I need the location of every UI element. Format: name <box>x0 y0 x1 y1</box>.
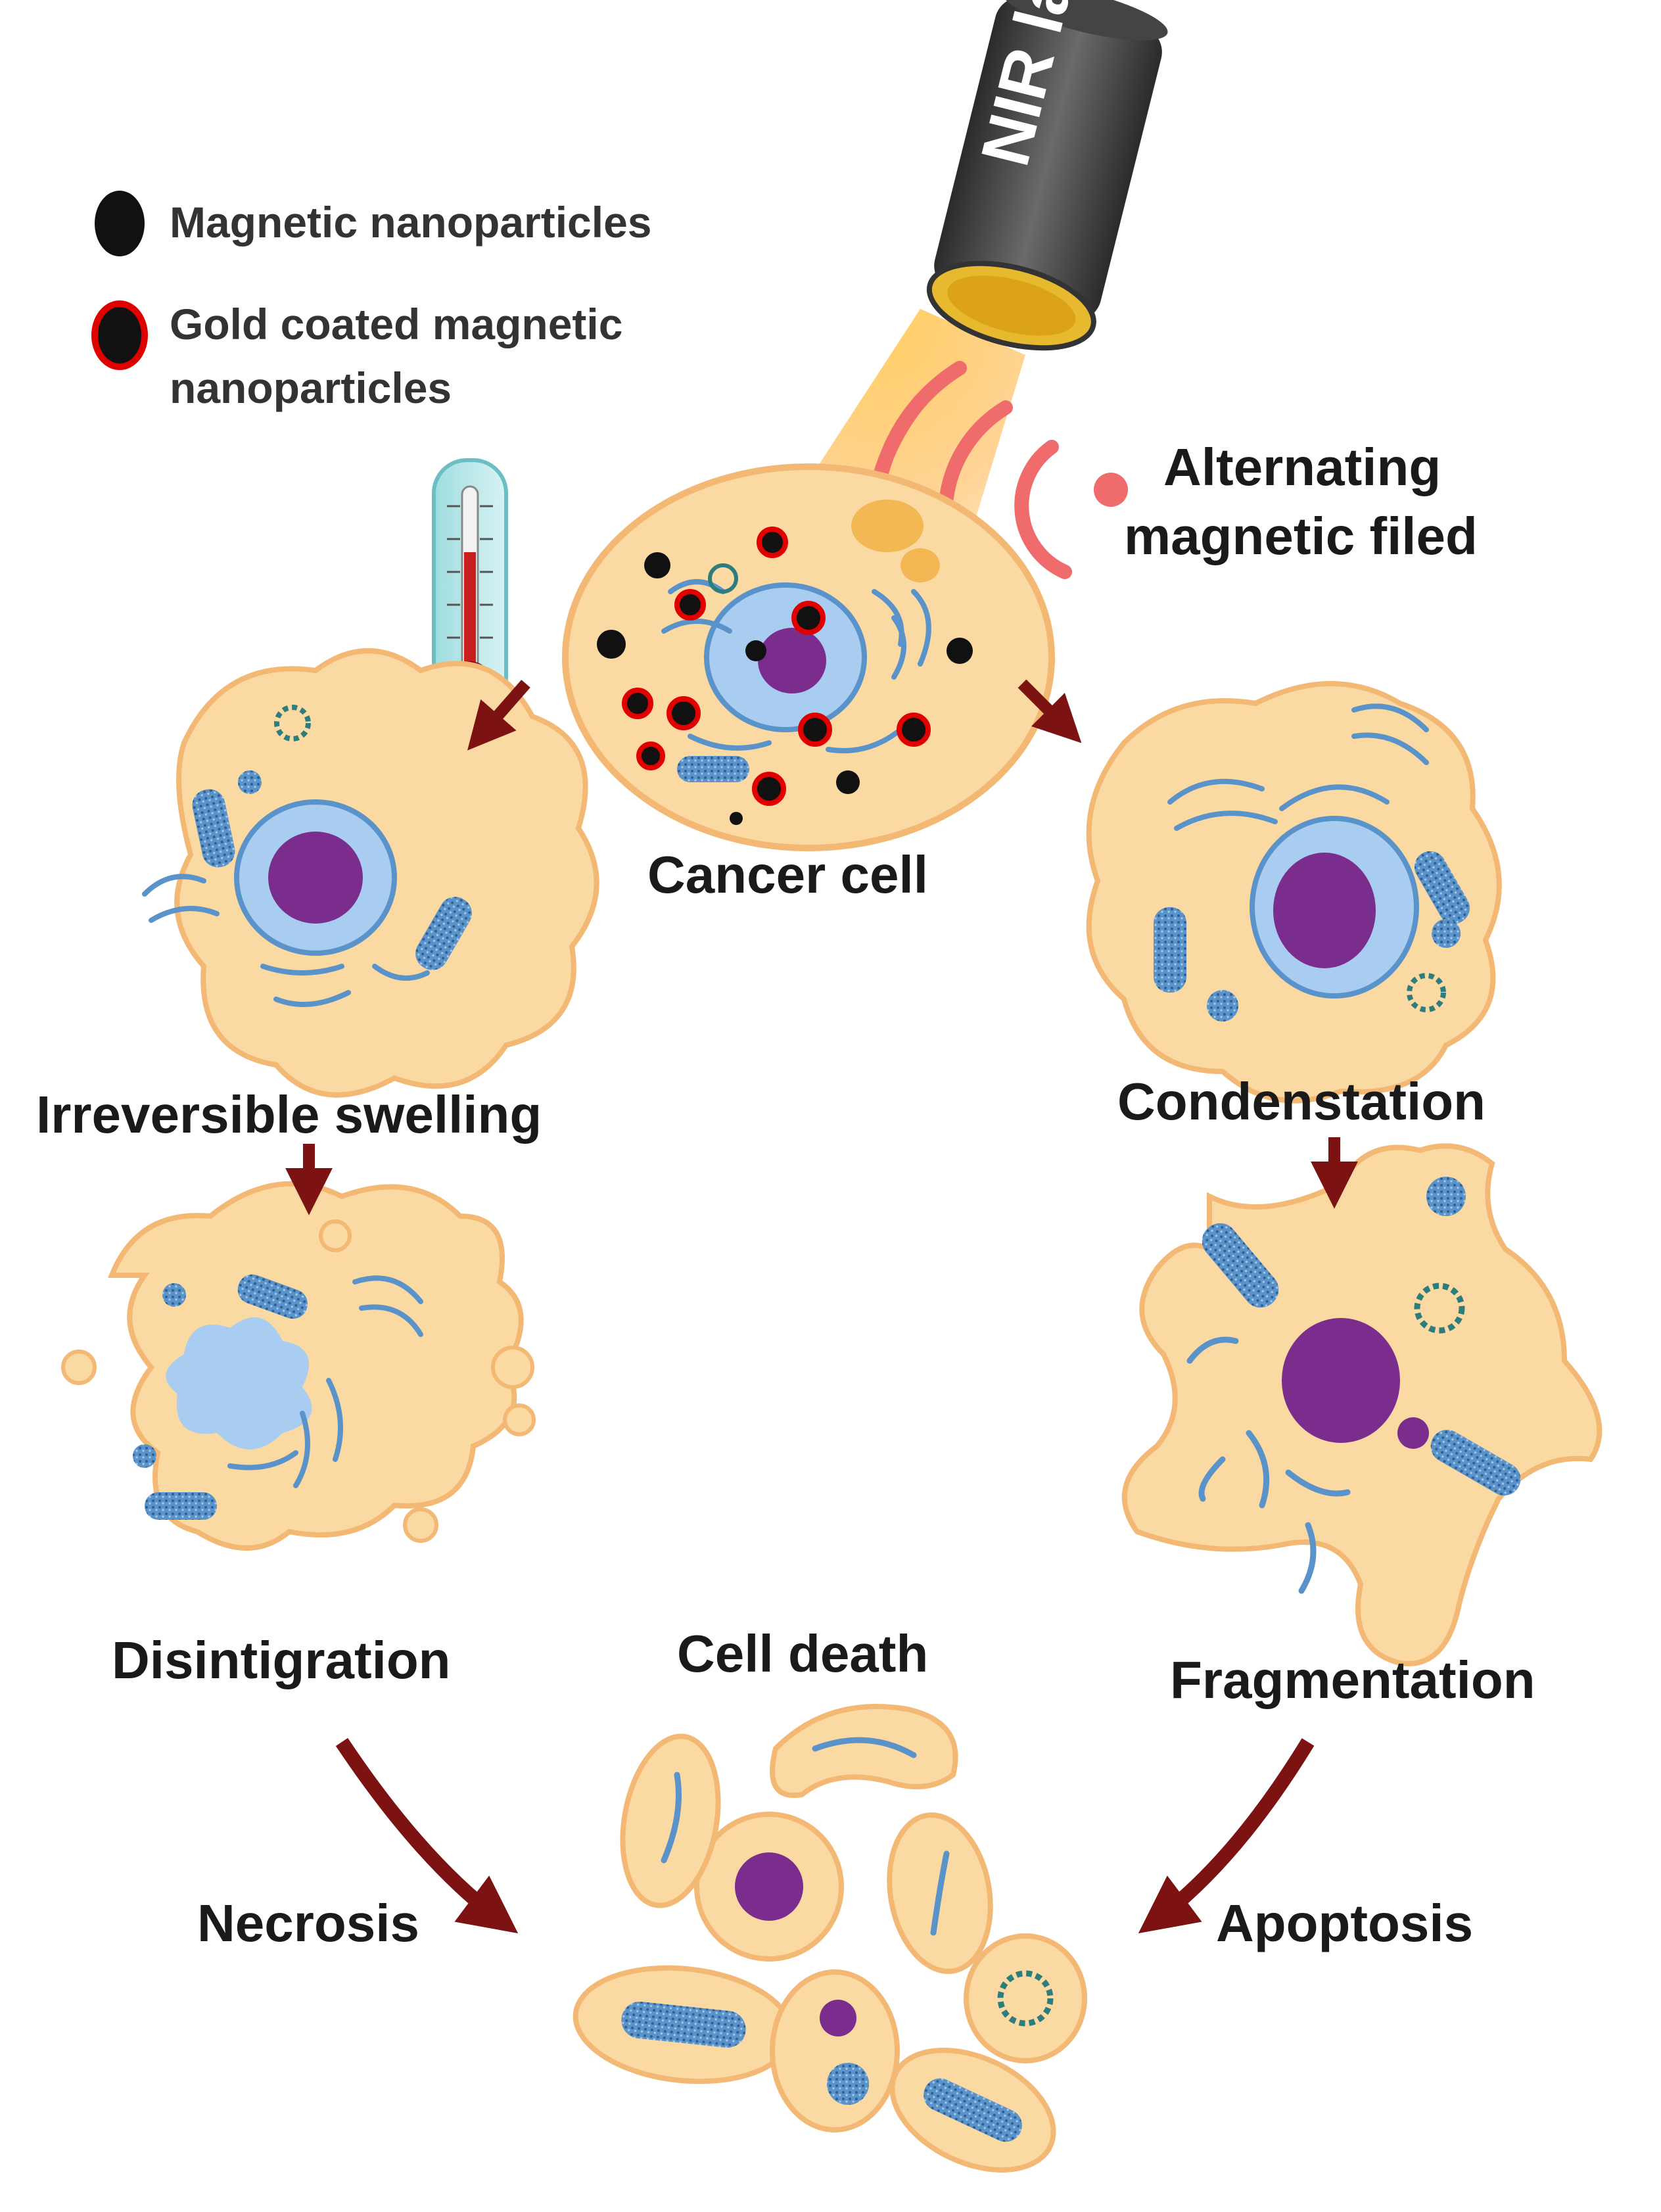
arrow-to-condensation <box>1018 679 1082 743</box>
label-disintegration: Disintigration <box>112 1631 451 1689</box>
fragmentation-cell-nucleus <box>1282 1318 1400 1443</box>
swelling-cell <box>142 648 599 1098</box>
label-irreversible-swelling: Irreversible swelling <box>36 1085 542 1144</box>
label-necrosis: Necrosis <box>197 1894 419 1952</box>
field-label-line2: magnetic filed <box>1124 507 1478 565</box>
necrosis-arrow <box>335 1737 519 1934</box>
legend-gold-dot <box>91 300 148 370</box>
cancer-cell <box>562 463 1055 851</box>
field-label-line1: Alternating <box>1163 438 1441 496</box>
flow-arrows <box>285 679 1358 1934</box>
apoptosis-arrow <box>1138 1738 1315 1934</box>
label-fragmentation: Fragmentation <box>1170 1651 1535 1709</box>
label-cancer-cell: Cancer cell <box>647 845 928 904</box>
legend-gold-label-line1: Gold coated magnetic <box>170 300 623 348</box>
cancer-cell-nucleus <box>758 628 826 694</box>
disintegration-nucleus-remnant <box>166 1317 312 1449</box>
swelling-cell-nucleus <box>268 832 363 924</box>
label-apoptosis: Apoptosis <box>1216 1894 1474 1952</box>
nir-laser-device <box>926 0 1168 351</box>
label-cell-death: Cell death <box>677 1624 929 1683</box>
legend <box>91 191 148 370</box>
arrow-to-swelling <box>467 680 530 751</box>
condensation-cell-nucleus <box>1273 853 1376 968</box>
legend-magnetic-dot <box>95 191 145 256</box>
legend-gold-label-line2: nanoparticles <box>170 364 452 412</box>
label-condensation: Condenstation <box>1117 1072 1486 1131</box>
disintegration-cell <box>61 1181 536 1551</box>
cell-death-fragments <box>573 1704 1087 2173</box>
fragmentation-cell <box>1121 1143 1603 1666</box>
condensation-cell <box>1086 681 1502 1104</box>
legend-magnetic-label: Magnetic nanoparticles <box>170 198 652 247</box>
field-source-dot <box>1094 473 1128 507</box>
